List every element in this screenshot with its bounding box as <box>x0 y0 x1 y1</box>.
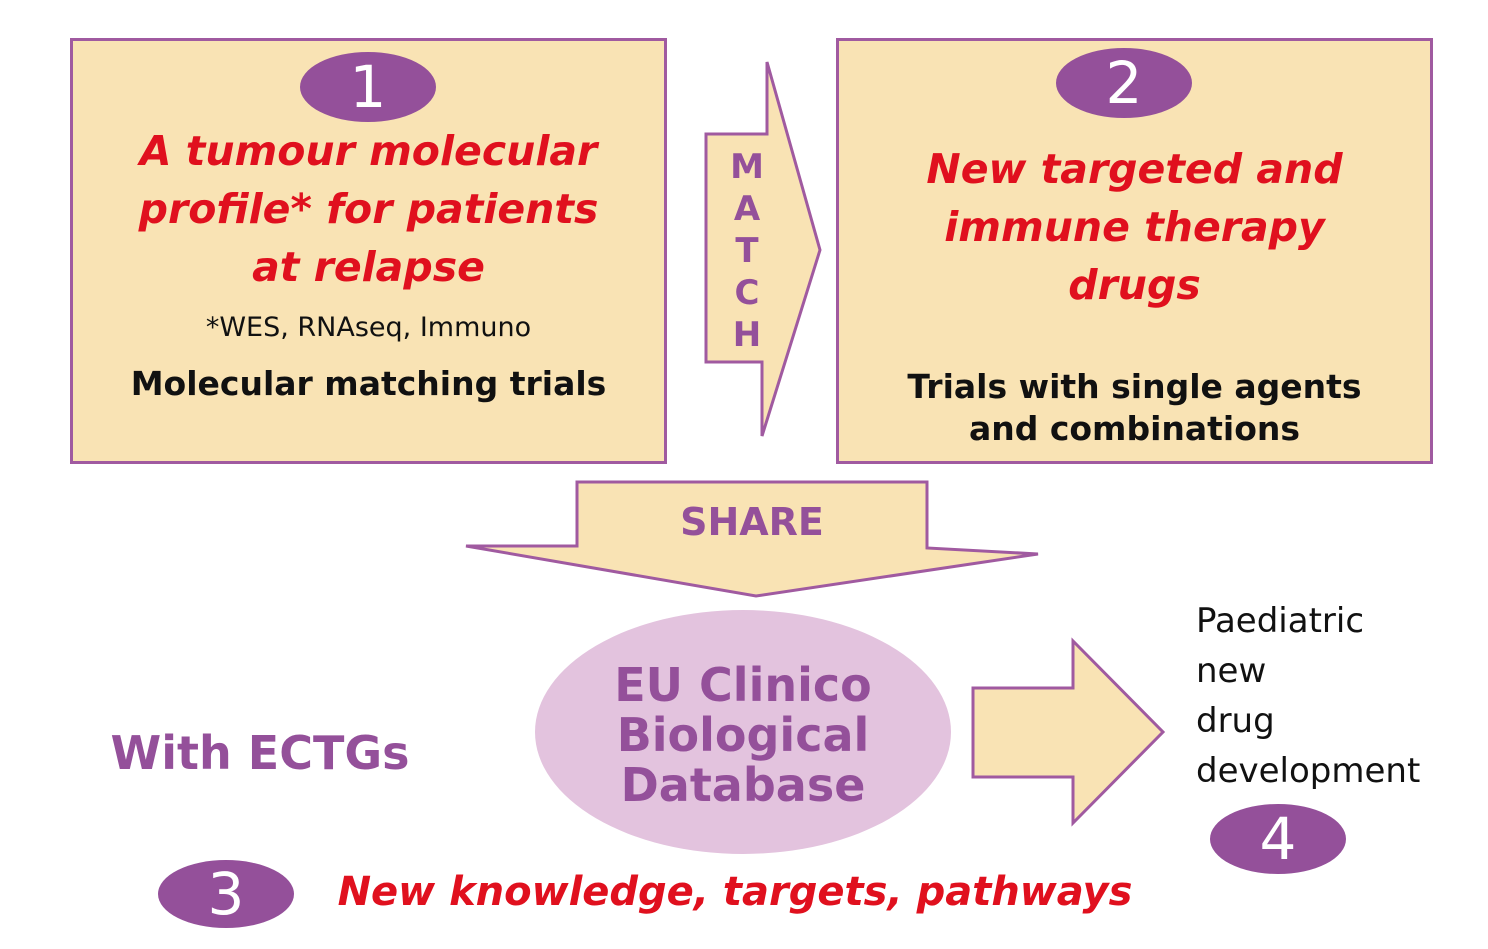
outcome-text: Paediatric new drug development <box>1196 596 1476 796</box>
box1-title-line-2: profile* for patients <box>138 185 599 233</box>
step-1-badge: 1 <box>300 52 436 122</box>
step-4-badge: 4 <box>1210 804 1346 874</box>
match-letter-h: H <box>732 315 762 355</box>
box1-footnote: *WES, RNAseq, Immuno <box>205 312 532 343</box>
outcome-line-1: Paediatric <box>1196 601 1365 641</box>
match-letter-a: A <box>733 189 761 229</box>
match-label: M A T C H <box>712 146 782 356</box>
with-ectgs-label: With ECTGs <box>110 726 410 780</box>
box2-title-line-2: immune therapy <box>944 203 1325 251</box>
step-2-badge: 2 <box>1056 48 1192 118</box>
match-letter-c: C <box>734 273 760 313</box>
box1-subtitle: Molecular matching trials <box>130 364 607 403</box>
share-arrow <box>465 480 1039 598</box>
outcome-arrow <box>971 637 1166 827</box>
box2-subtitle: Trials with single agents and combinatio… <box>836 366 1433 450</box>
database-line-3: Database <box>620 758 866 812</box>
match-arrow <box>704 61 822 437</box>
box2-subtitle-line-2: and combinations <box>968 409 1301 448</box>
match-letter-t: T <box>735 231 759 271</box>
box1-title-line-3: at relapse <box>252 243 485 291</box>
outcome-line-2: new <box>1196 651 1267 691</box>
outcome-line-3: drug <box>1196 701 1275 741</box>
database-label: EU Clinico Biological Database <box>540 660 946 810</box>
match-letter-m: M <box>730 147 764 187</box>
database-line-2: Biological <box>616 708 870 762</box>
box1-title: A tumour molecular profile* for patients… <box>70 122 667 296</box>
box2-title-line-3: drugs <box>1068 261 1201 309</box>
step-3-badge: 3 <box>158 860 294 928</box>
box1-title-line-1: A tumour molecular <box>139 127 598 175</box>
database-line-1: EU Clinico <box>614 658 872 712</box>
box2-title: New targeted and immune therapy drugs <box>836 140 1433 314</box>
bottom-knowledge-text: New knowledge, targets, pathways <box>337 869 1133 915</box>
box2-subtitle-line-1: Trials with single agents <box>907 367 1362 406</box>
share-label: SHARE <box>680 500 824 544</box>
box2-title-line-1: New targeted and <box>926 145 1343 193</box>
database-ellipse <box>535 610 951 854</box>
outcome-line-4: development <box>1196 751 1421 791</box>
